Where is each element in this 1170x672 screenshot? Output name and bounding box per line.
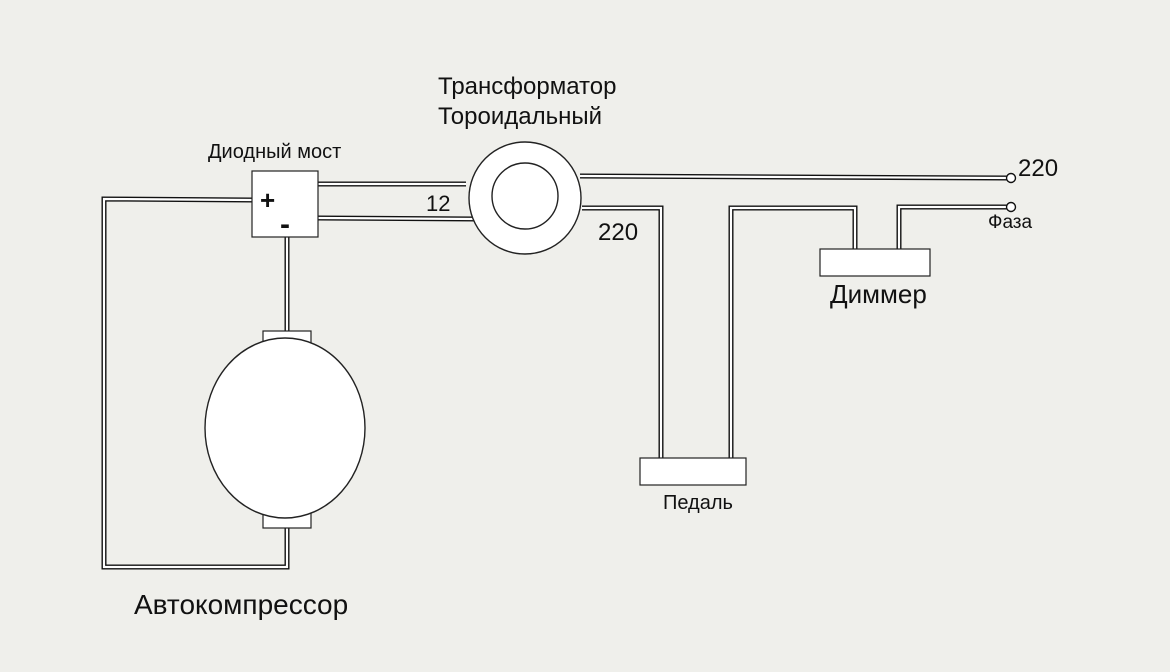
voltage-220-secondary-label: 220 (598, 219, 639, 246)
wires (101, 173, 1009, 570)
wire-pedal-to-dimmer (728, 205, 858, 458)
transformer-label-line2: Тороидальный (438, 103, 603, 130)
dimmer-box (819, 248, 931, 277)
pedal-label: Педаль (663, 492, 733, 514)
autocompressor-motor (204, 330, 366, 529)
terminal-phase (1005, 201, 1017, 213)
minus-sign: - (280, 208, 290, 241)
autocompressor-label: Автокомпрессор (134, 589, 349, 620)
voltage-12-label: 12 (426, 191, 451, 216)
phase-label: Фаза (988, 212, 1033, 233)
voltage-220-label: 220 (1018, 155, 1059, 182)
toroidal-transformer (468, 141, 582, 255)
terminal-220 (1005, 172, 1017, 184)
diode-bridge-label: Диодный мост (208, 141, 342, 163)
transformer-label-line1: Трансформатор (438, 73, 617, 100)
diode-bridge-box (251, 170, 319, 238)
plus-sign: + (260, 185, 276, 215)
dimmer-label: Диммер (830, 279, 927, 309)
pedal-box (639, 457, 747, 486)
